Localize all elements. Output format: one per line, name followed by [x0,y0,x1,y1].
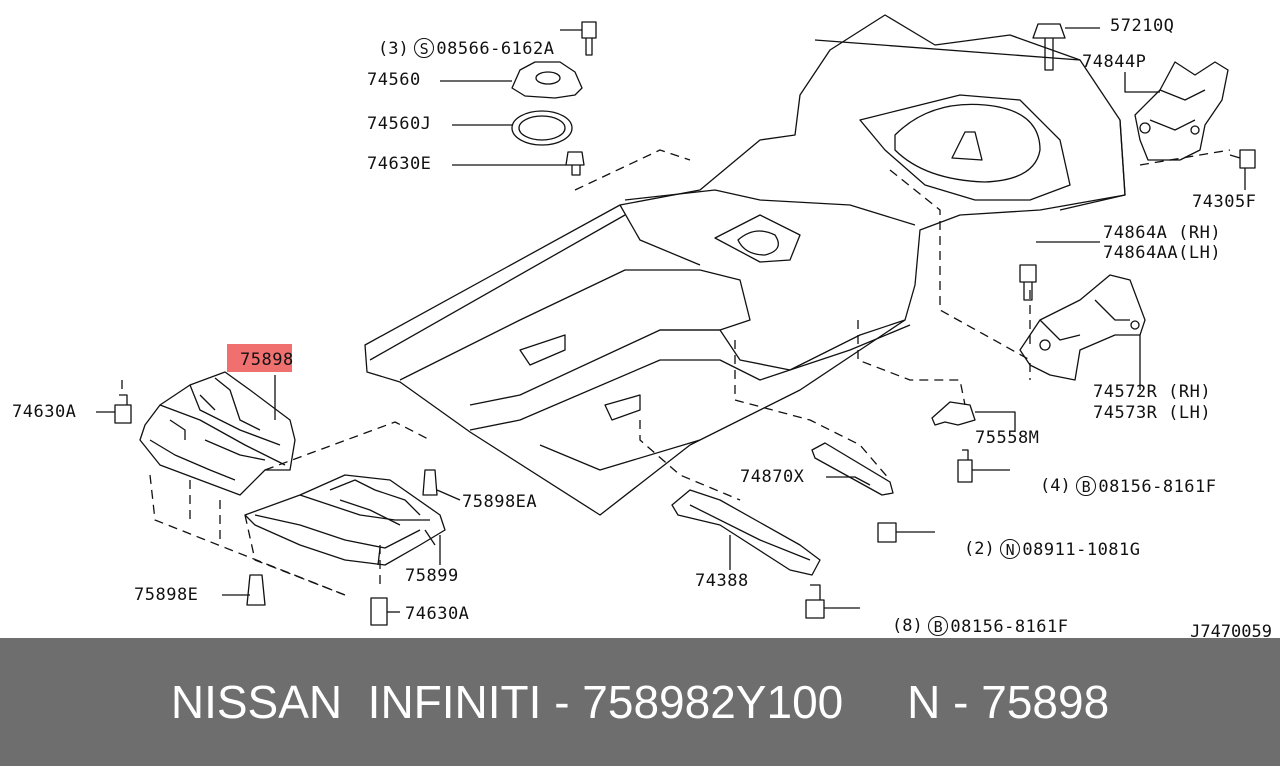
fasteners-drawing [114,21,1256,626]
label-74630a-bottom: 74630A [405,604,470,624]
bracket-75558m-drawing [931,401,976,426]
diagram-code: J7470059 [1190,622,1272,642]
s-symbol-icon: S [414,38,435,58]
label-75898e: 75898E [134,585,199,605]
label-74305f: 74305F [1192,192,1257,212]
n-symbol-icon: N [1000,539,1021,559]
bracket-74572r-drawing [1019,274,1146,381]
bracket-74844p-drawing [1134,61,1229,161]
qty-08911: (2) [964,539,995,559]
label-75898ea: 75898EA [462,492,538,512]
undercover-75898-drawing [139,371,296,496]
solid-leaders [96,27,1246,613]
label-74864a: 74864A (RH) [1103,223,1222,243]
label-74560j: 74560J [367,114,432,134]
seal-parts-drawing [511,61,583,146]
label-74573r: 74573R (LH) [1093,403,1212,423]
highlight-75898 [227,344,292,372]
label-74630e: 74630E [367,154,432,174]
label-57210q: 57210Q [1110,16,1175,36]
bracket-74388-drawing [671,489,821,576]
qty-08156-a: (4) [1040,476,1071,496]
label-74870x: 74870X [740,467,805,487]
label-74572r: 74572R (RH) [1093,382,1212,402]
b-symbol-icon: B [928,616,949,636]
footer-part-number: NISSAN INFINITI - 758982Y100 N - 75898 [170,676,1110,728]
footer-banner: NISSAN INFINITI - 758982Y100 N - 75898 [0,638,1280,766]
bracket-74870x-drawing [811,442,894,496]
qty-08566: (3) [378,39,409,59]
label-74864aa: 74864AA(LH) [1103,243,1222,263]
undercover-75899-drawing [244,474,446,566]
label-74844p: 74844P [1082,52,1147,72]
label-74630a-left: 74630A [12,402,77,422]
floor-panel-drawing [364,14,1126,516]
label-74388: 74388 [695,571,749,591]
diagram-drawing [96,14,1256,626]
label-75898: 75898 [240,350,294,370]
b-symbol-icon: B [1076,476,1097,496]
label-75899: 75899 [405,566,459,586]
label-75558m: 75558M [975,428,1040,448]
qty-08156-b: (8) [892,616,923,636]
label-74560: 74560 [367,70,421,90]
